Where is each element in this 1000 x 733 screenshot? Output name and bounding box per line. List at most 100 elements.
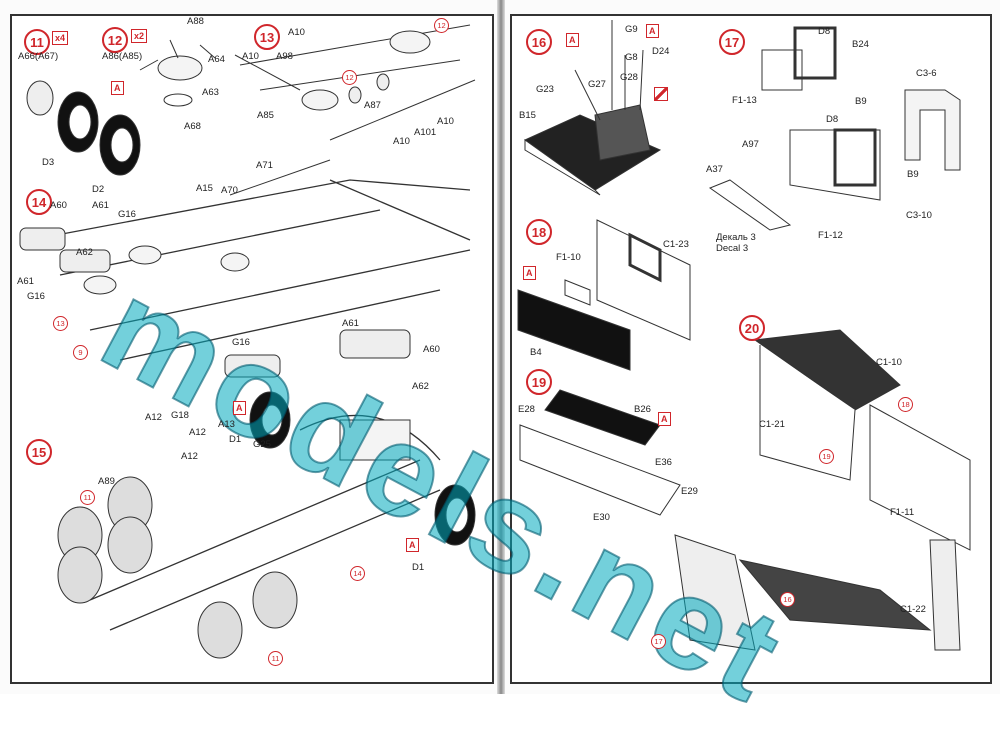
part-label: G25 xyxy=(253,439,271,450)
step-reference: 13 xyxy=(53,316,68,331)
part-label: G23 xyxy=(536,84,554,95)
part-label: A70 xyxy=(221,185,238,196)
part-label: A101 xyxy=(414,127,437,138)
paint-code-box: A xyxy=(523,266,536,280)
part-label: E29 xyxy=(681,486,698,497)
part-label: A85 xyxy=(257,110,274,121)
step-number-20: 20 xyxy=(739,315,765,341)
paint-code-box: A xyxy=(566,33,579,47)
step-number-12: 12 xyxy=(102,27,128,53)
part-label: A12 xyxy=(189,427,206,438)
part-label: G28 xyxy=(620,72,638,83)
step-number-15: 15 xyxy=(26,439,52,465)
step-reference: 16 xyxy=(780,592,795,607)
part-label: A37 xyxy=(706,164,723,175)
part-label: A61 xyxy=(92,200,109,211)
part-label: A60 xyxy=(50,200,67,211)
part-label: A62 xyxy=(76,247,93,258)
step-number-13: 13 xyxy=(254,24,280,50)
part-label: Decal 3 xyxy=(716,243,749,254)
part-label: C3-6 xyxy=(916,68,937,79)
part-label: D24 xyxy=(652,46,670,57)
step-number-18: 18 xyxy=(526,219,552,245)
step-reference: 12 xyxy=(342,70,357,85)
step-reference: 12 xyxy=(434,18,449,33)
paint-code-box: A xyxy=(658,412,671,426)
differential-12 xyxy=(139,39,216,107)
part-label: G27 xyxy=(588,79,606,90)
step-number-14: 14 xyxy=(26,189,52,215)
part-label: A13 xyxy=(218,419,235,430)
part-label: D1 xyxy=(412,562,425,573)
part-label: D2 xyxy=(92,184,105,195)
part-label: A15 xyxy=(196,183,213,194)
part-label: A86(A85) xyxy=(102,51,143,62)
paint-code-box: A xyxy=(111,81,124,95)
part-label: D8 xyxy=(826,114,839,125)
part-label: E28 xyxy=(518,404,535,415)
part-label: C1-23 xyxy=(663,239,689,250)
part-label: B24 xyxy=(852,39,869,50)
part-label: A97 xyxy=(742,139,759,150)
part-label: F1-12 xyxy=(818,230,843,241)
part-label: D8 xyxy=(818,26,831,37)
part-label: C1-22 xyxy=(900,604,926,615)
part-label: D3 xyxy=(42,157,55,168)
part-label: A10 xyxy=(437,116,454,127)
axle-assembly-13 xyxy=(234,24,476,141)
part-label: C1-10 xyxy=(876,357,902,368)
chassis-frame-14 xyxy=(19,159,471,378)
part-label: Декаль 3 xyxy=(716,232,756,243)
step-reference: 11 xyxy=(268,651,283,666)
part-label: A64 xyxy=(208,54,225,65)
part-label: D1 xyxy=(229,434,242,445)
part-label: F1-11 xyxy=(890,507,915,518)
paint-brush-icon xyxy=(654,87,668,101)
part-label: A12 xyxy=(181,451,198,462)
part-label: B4 xyxy=(530,347,542,358)
chassis-assembly-15 xyxy=(57,391,476,659)
floor-assembly-16 xyxy=(524,20,662,196)
cab-back-assembly-17 xyxy=(708,26,961,231)
cab-assembly-20 xyxy=(674,329,971,651)
part-label: B26 xyxy=(634,404,651,415)
part-label: B9 xyxy=(855,96,867,107)
part-label: F1-13 xyxy=(732,95,757,106)
part-label: A88 xyxy=(187,16,204,27)
quantity-multiplier: x4 xyxy=(52,31,69,45)
part-label: G16 xyxy=(27,291,45,302)
part-label: A87 xyxy=(364,100,381,111)
part-label: A60 xyxy=(423,344,440,355)
part-label: A71 xyxy=(256,160,273,171)
step-reference: 17 xyxy=(651,634,666,649)
step-reference: 11 xyxy=(80,490,95,505)
part-label: C3-10 xyxy=(906,210,932,221)
step-reference: 14 xyxy=(350,566,365,581)
part-label: G16 xyxy=(118,209,136,220)
part-label: B9 xyxy=(907,169,919,180)
part-label: G8 xyxy=(625,52,638,63)
paint-code-box: A xyxy=(233,401,246,415)
part-label: A68 xyxy=(184,121,201,132)
part-label: F1-10 xyxy=(556,252,581,263)
part-label: A61 xyxy=(17,276,34,287)
part-label: A12 xyxy=(145,412,162,423)
quantity-multiplier: x2 xyxy=(131,29,148,43)
paint-code-box: A xyxy=(406,538,419,552)
part-label: G9 xyxy=(625,24,638,35)
part-label: A63 xyxy=(202,87,219,98)
part-label: G16 xyxy=(232,337,250,348)
part-label: A61 xyxy=(342,318,359,329)
part-label: A66(A67) xyxy=(18,51,59,62)
step-reference: 19 xyxy=(819,449,834,464)
step-reference: 18 xyxy=(898,397,913,412)
part-label: A10 xyxy=(242,51,259,62)
part-label: C1-21 xyxy=(759,419,785,430)
step-number-19: 19 xyxy=(526,369,552,395)
page-gutter xyxy=(497,0,505,694)
seat-assembly-19 xyxy=(519,389,681,516)
step-number-16: 16 xyxy=(526,29,552,55)
paint-code-box: A xyxy=(646,24,659,38)
part-label: E30 xyxy=(593,512,610,523)
part-label: E36 xyxy=(655,457,672,468)
